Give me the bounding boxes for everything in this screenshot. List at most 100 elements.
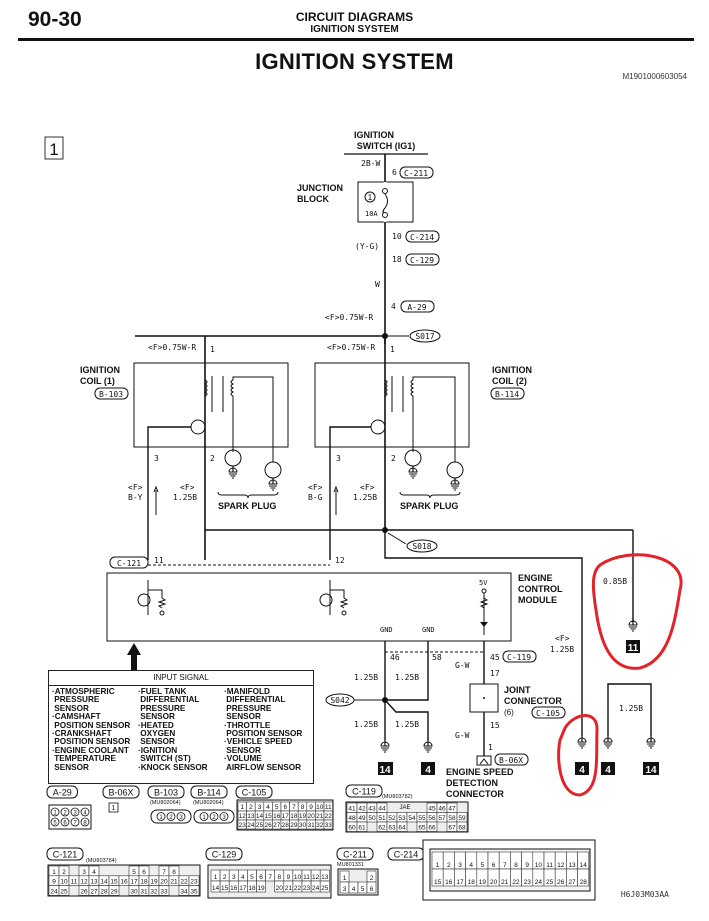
input-signal-item: SENSOR [138,737,175,747]
input-signal-item: ·HEATED [138,720,174,730]
ecm-driver-transistor-icon [137,580,167,616]
coil2-transformer-icon [383,376,456,462]
input-signal-box: INPUT SIGNAL ·ATMOSPHERIC PRESSURE SENSO… [48,670,314,784]
input-signal-item: SENSOR [224,712,261,722]
wire-color-125b: 1.25B [353,493,377,502]
section-title: CIRCUIT DIAGRAMS [295,10,414,24]
page-box-number: 1 [49,140,58,159]
coil1-label: IGNITION [80,365,120,375]
ground-point-14: 14 [645,765,657,776]
ecm-label: ENGINE [518,573,553,583]
splice-s042-label: S042 [330,696,349,705]
highlight-circle [557,714,599,797]
ignition-switch-label-2: SWITCH (IG1) [357,141,416,151]
ground-point-4: 4 [579,765,585,776]
input-signal-item: SENSOR [138,712,175,722]
input-signal-item: ·THROTTLE [224,720,271,730]
input-signal-item: PRESSURE [224,703,272,713]
ignition-coil-1 [133,362,289,448]
coil1-transistor-icon [190,419,206,435]
coil1-label-2: COIL (1) [80,376,115,386]
pin-1: 1 [488,743,493,752]
highlight-circle [591,553,683,670]
wire-color-125b: 1.25B [395,673,419,682]
wire-color-by: B-Y [128,493,143,502]
coil1-connector-tag: B-103 [99,390,123,399]
fuse-number: 1 [368,193,373,202]
input-signal-item: SENSOR [224,745,261,755]
wire-color-125b: 1.25B [619,704,643,713]
coil2-pin-3: 3 [336,454,341,463]
joint-connector-label: JOINT [504,685,531,695]
input-signal-title: INPUT SIGNAL [49,671,313,686]
input-signal-col-3: ·MANIFOLD DIFFERENTIAL PRESSURE SENSOR ·… [224,687,310,772]
connector-c211-tag: C-211 [404,169,428,178]
connector-c105-tag: C-105 [536,709,560,718]
ignition-coil-2 [314,362,470,448]
coil2-label: IGNITION [492,365,532,375]
wire-color-125b: 1.25B [354,673,378,682]
ground-point-11: 11 [628,643,639,654]
subsection-title: IGNITION SYSTEM [310,24,399,35]
fuse-icon [382,212,388,218]
coil2-label-2: COIL (2) [492,376,527,386]
splice-s018 [406,539,438,553]
page-number: 90-30 [28,8,82,31]
wire-color-yg: (Y-G) [355,242,379,251]
page-box [44,136,64,160]
ground-point-4: 4 [605,765,611,776]
pin-6: 6 [392,168,397,177]
ecm-pullup-diode-icon [479,588,489,635]
connector-a29-tag: A-29 [407,303,426,312]
ignition-switch-label: IGNITION [354,130,394,140]
connector-c214-tag: C-214 [410,233,434,242]
wire-color-085b: 0.85B [603,577,627,586]
wire-color-125b: 1.25B [395,720,419,729]
pin-15: 15 [490,721,500,730]
coil2-pin-2: 2 [391,454,396,463]
splice-s018-label: S018 [412,542,431,551]
figure-id: H6J03M03AA [620,890,669,899]
page-title: IGNITION SYSTEM [255,49,454,74]
connector-c129-tag: C-129 [410,256,434,265]
pin-18: 18 [392,255,402,264]
input-arrow-icon [127,643,141,655]
gnd-label: GND [422,626,435,634]
ecm-5v-label: 5V [479,579,488,587]
input-signal-col-1: ·ATMOSPHERIC PRESSURE SENSOR ·CAMSHAFT P… [52,687,138,772]
spark-plug-label-2: SPARK PLUG [400,501,458,511]
input-signal-item: DIFFERENTIAL [224,695,286,705]
spark-plug-label-1: SPARK PLUG [218,501,276,511]
splice-s042 [325,693,355,707]
input-signal-item: SENSOR [52,703,89,713]
junction-block-label-2: BLOCK [297,194,329,204]
input-signal-item: ·FUEL TANK [138,687,187,696]
input-signal-item: POSITION SENSOR [52,720,131,730]
pin-4: 4 [391,302,396,311]
spark-plug-icon [404,449,422,467]
input-signal-item: OXYGEN [138,729,176,739]
pin-17: 17 [490,669,500,678]
input-signal-item: ·CRANKSHAFT [52,729,112,739]
ecm-label-2: CONTROL [518,584,563,594]
input-signal-item: ·KNOCK SENSOR [138,762,208,772]
splice-s017 [409,329,441,343]
input-signal-item: AIRFLOW SENSOR [224,762,302,772]
engine-speed-connector-icon [476,755,492,766]
input-signal-item: ·IGNITION [138,745,178,755]
joint-connector-label-2: CONNECTOR [504,696,562,706]
coil2-connector-tag: B-114 [495,390,519,399]
wire-color-gw: G-W [455,661,470,670]
input-signal-item: ·MANIFOLD [224,687,270,696]
ground-point-14: 14 [379,765,391,776]
input-signal-item: ·ATMOSPHERIC [52,687,115,696]
ground-point-4: 4 [425,765,431,776]
input-signal-item: ·VOLUME [224,754,262,764]
input-signal-item: SENSOR [52,762,89,772]
ecm-pin-12: 12 [335,556,345,565]
coil1-transformer-icon [203,376,274,462]
input-signal-item: DIFFERENTIAL [138,695,200,705]
coil2-pin-1: 1 [390,345,395,354]
fuse-rating: 10A [365,210,378,218]
